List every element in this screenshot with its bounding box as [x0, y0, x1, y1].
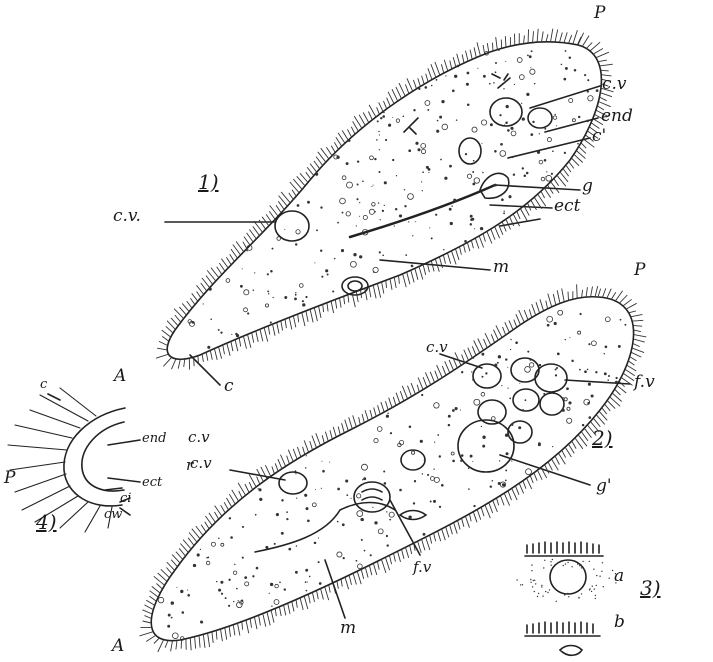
fig3a-granules — [516, 559, 616, 602]
fig2-leader-lines — [230, 354, 630, 618]
fig1-nucleus — [459, 138, 481, 164]
fig4-label-r: r — [186, 458, 193, 473]
fig4-label-endoplasm: end — [142, 432, 166, 445]
fig4-label-cell-wall: cw — [104, 508, 122, 521]
fig2-contractile-vacuole-top — [473, 364, 501, 388]
fig2-food-vacuole-2 — [535, 364, 567, 392]
fig1-oral-groove — [350, 185, 495, 237]
fig3a-vacuole — [550, 560, 586, 594]
fig2-cilia-fringe — [140, 284, 647, 652]
fig3-label-b: b — [614, 614, 625, 631]
fig2-label-contractile-vacuole-left: c.v — [190, 456, 212, 471]
fig3b-cilia — [525, 622, 600, 655]
fig2-food-vacuole-4 — [540, 393, 564, 415]
fig4-cilia — [8, 388, 112, 532]
fig3-label-a: a — [614, 568, 624, 585]
fig1-label-contractile-vacuole-left: c.v. — [113, 208, 141, 225]
fig1-label-cilia: c — [224, 378, 234, 395]
fig4-number: 4) — [36, 512, 57, 532]
fig2-label-food-vacuole-bottom: f.v — [413, 560, 431, 575]
fig2-label-posterior: P — [634, 262, 645, 279]
fig1-label-ectoplasm: ect — [554, 198, 580, 215]
fig2-granules — [158, 310, 626, 640]
fig4-label-ciliary-base: ci — [120, 492, 131, 505]
fig2-food-vacuole-7 — [401, 450, 425, 470]
fig1-label-gullet: g — [582, 178, 593, 195]
fig1-label-contractile-vacuole: c.v — [602, 76, 627, 93]
fig4-label-contractile-vacuole: c.v — [188, 430, 210, 445]
fig2-label-anterior: A — [112, 638, 124, 655]
fig4-label-anterior: A — [114, 368, 126, 385]
fig4-label-ectoplasm: ect — [142, 476, 162, 489]
fig1-number: 1) — [198, 172, 219, 192]
fig2-label-contractile-vacuole-top: c.v — [426, 340, 448, 355]
fig4-cell-section-inner — [82, 422, 124, 491]
fig1-label-c-prime: c' — [592, 128, 606, 145]
fig2-number: 2) — [592, 428, 613, 448]
fig2-gullet-vacuole — [458, 420, 514, 472]
fig2-label-gullet-prime: g' — [596, 478, 612, 495]
fig4-label-posterior: P — [4, 470, 15, 487]
fig1-label-posterior: P — [594, 5, 605, 22]
fig2-label-food-vacuole: f.v — [634, 374, 655, 391]
fig3a-cilia — [525, 542, 603, 556]
fig1-food-vacuole — [528, 108, 552, 128]
fig3-number: 3) — [640, 578, 661, 598]
fig1-cilia-fringe — [156, 29, 613, 370]
fig2-label-macronucleus: m — [340, 620, 356, 637]
fig2-contractile-vacuole-left — [279, 472, 307, 494]
fig2-oral-groove — [255, 503, 395, 553]
fig2-small-structure — [400, 511, 426, 520]
fig4-label-cilium: c — [40, 378, 47, 391]
fig1-contractile-vacuole-left — [275, 211, 309, 241]
fig1-label-endoplasm: end — [601, 108, 633, 125]
fig1-label-macronucleus: m — [493, 259, 509, 276]
fig1-leader-lines — [165, 86, 600, 385]
